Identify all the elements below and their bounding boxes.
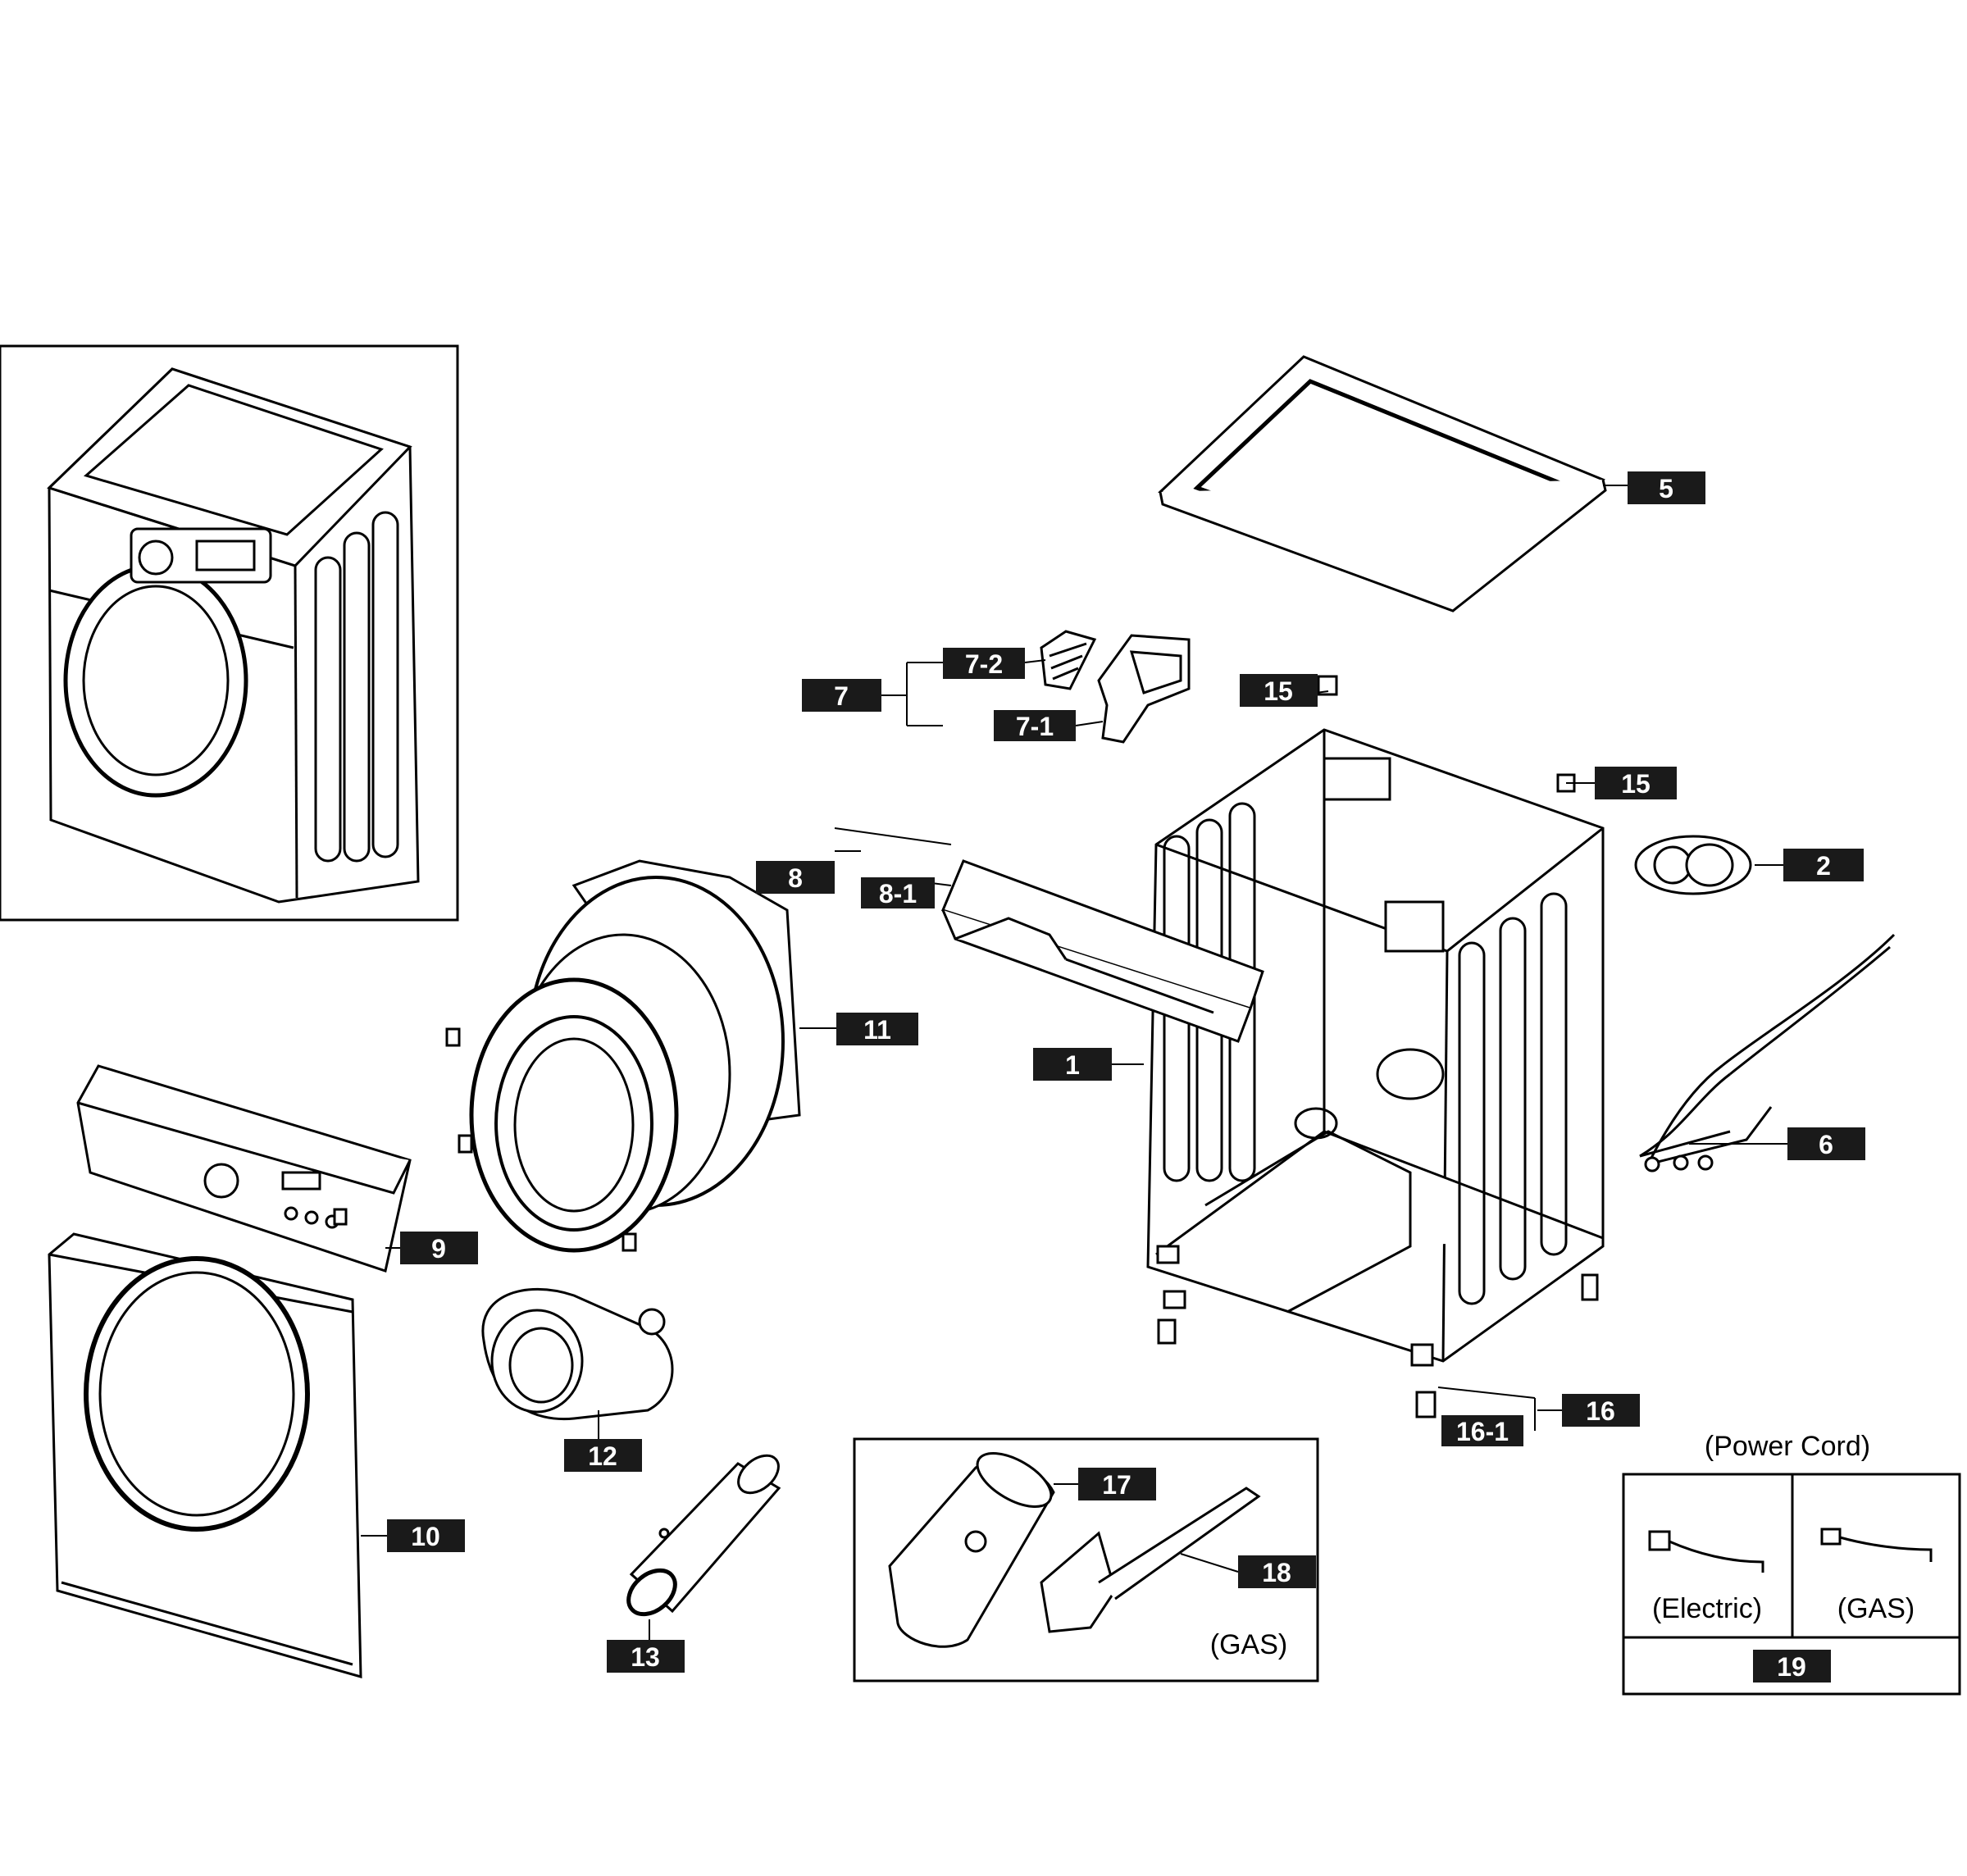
part-label-7-text: 7	[834, 681, 849, 711]
cabinet-illustration	[1146, 675, 1605, 1418]
part-label-15-top-text: 15	[1264, 676, 1293, 706]
part-label-7-1: 7-1	[994, 710, 1076, 741]
wire-harness-illustration	[1639, 933, 1896, 1172]
part-label-8-text: 8	[788, 863, 803, 893]
drum-illustration	[445, 859, 801, 1253]
duct-illustration	[626, 1454, 781, 1617]
part-label-13-text: 13	[631, 1642, 660, 1672]
leader-lines	[361, 485, 1787, 1640]
part-label-10: 10	[387, 1519, 465, 1552]
lint-filter-illustration	[1040, 630, 1191, 744]
part-label-5-text: 5	[1659, 474, 1673, 503]
part-label-2-text: 2	[1816, 851, 1831, 881]
part-label-7-2: 7-2	[943, 648, 1025, 679]
part-label-9: 9	[400, 1232, 478, 1264]
part-label-8-1-text: 8-1	[879, 879, 917, 908]
part-label-19-text: 19	[1777, 1652, 1806, 1682]
electric-cord-illustration	[1648, 1530, 1764, 1573]
part-label-8-1: 8-1	[861, 877, 935, 908]
top-cover-illustration	[1158, 355, 1607, 612]
electric-caption: (Electric)	[1652, 1593, 1762, 1624]
gas-cord-caption: (GAS)	[1837, 1593, 1915, 1624]
assembled-dryer-inset	[0, 344, 459, 922]
power-cord-box	[1622, 1473, 1961, 1696]
part-label-17: 17	[1078, 1468, 1156, 1500]
gas-box-caption: (GAS)	[1210, 1629, 1287, 1660]
part-label-19: 19	[1753, 1650, 1831, 1682]
front-panel-illustration	[48, 1232, 362, 1678]
part-label-1-text: 1	[1065, 1050, 1080, 1080]
part-label-11-text: 11	[863, 1015, 891, 1045]
part-label-16-1-text: 16-1	[1456, 1417, 1509, 1446]
part-label-7: 7	[802, 679, 881, 712]
part-label-1: 1	[1033, 1048, 1112, 1081]
part-label-15-right: 15	[1595, 767, 1677, 799]
part-label-12-text: 12	[588, 1441, 617, 1471]
part-label-12: 12	[564, 1439, 642, 1472]
lamp-cover-illustration	[1634, 835, 1752, 895]
part-label-17-text: 17	[1102, 1470, 1131, 1500]
part-label-7-2-text: 7-2	[965, 649, 1003, 679]
assembled-dryer-illustration	[47, 367, 420, 904]
part-label-5: 5	[1628, 471, 1705, 504]
part-label-16-1: 16-1	[1441, 1415, 1523, 1446]
part-label-8: 8	[756, 861, 835, 894]
front-frame-illustration	[940, 859, 1264, 1043]
part-label-16-text: 16	[1586, 1396, 1615, 1426]
part-label-6: 6	[1787, 1127, 1865, 1160]
part-label-18-text: 18	[1262, 1558, 1291, 1587]
part-label-16: 16	[1562, 1394, 1640, 1427]
blower-housing-illustration	[481, 1288, 674, 1421]
part-label-11: 11	[836, 1013, 918, 1045]
part-label-13: 13	[607, 1640, 685, 1673]
gas-burner-illustration	[888, 1451, 1261, 1648]
part-label-9-text: 9	[431, 1234, 446, 1264]
part-label-10-text: 10	[411, 1522, 440, 1551]
part-label-7-1-text: 7-1	[1016, 712, 1054, 741]
part-label-18: 18	[1238, 1555, 1316, 1588]
gas-cord-illustration	[1820, 1528, 1933, 1562]
part-label-6-text: 6	[1819, 1130, 1833, 1159]
control-panel-illustration	[76, 1064, 412, 1273]
part-label-15-right-text: 15	[1621, 769, 1651, 799]
part-label-2: 2	[1783, 849, 1864, 881]
part-label-15-top: 15	[1240, 674, 1318, 707]
power-cord-caption: (Power Cord)	[1705, 1431, 1870, 1462]
